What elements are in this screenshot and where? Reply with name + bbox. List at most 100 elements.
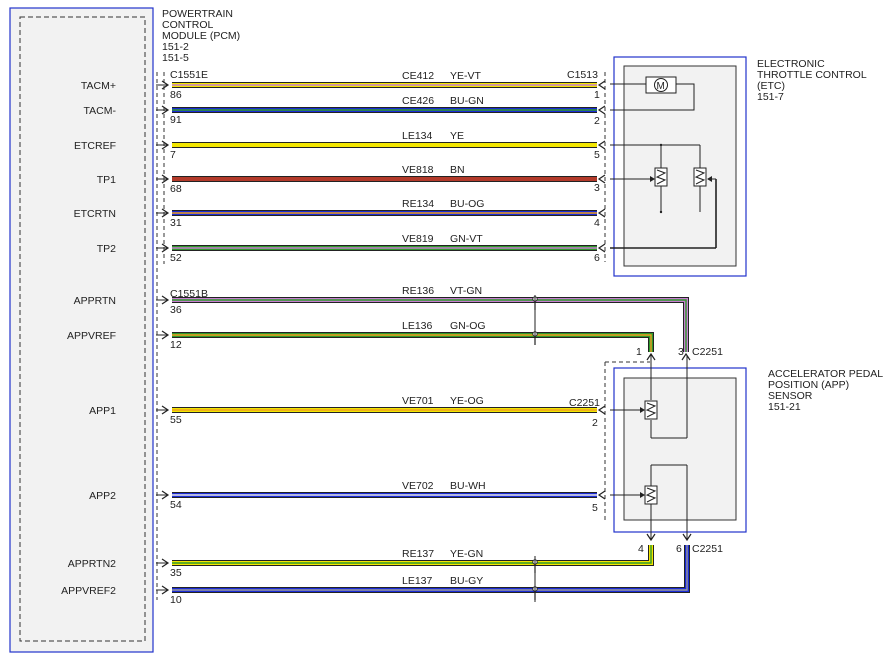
app-sensor-border	[613, 367, 747, 533]
etc-title-line: THROTTLE CONTROL	[757, 69, 867, 81]
motor-icon: M	[610, 76, 695, 111]
app-connector-top: C2251	[692, 346, 723, 358]
wire-stripe	[172, 545, 688, 591]
end-pin-number: 4	[638, 543, 644, 555]
end-pin-number: 3	[678, 346, 684, 358]
pin-arrow-icon	[646, 533, 656, 542]
pin-arrow-icon	[597, 490, 606, 500]
pin-label-appvref: APPVREF	[67, 330, 116, 342]
app-title-line: SENSOR	[768, 390, 813, 402]
circuit-number: CE412	[402, 70, 434, 82]
pin-label-tp2: TP2	[97, 243, 116, 255]
pcm-title-line: 151-2	[162, 41, 189, 53]
wire-stripe	[172, 545, 652, 564]
wire-color-code: BU-WH	[450, 480, 486, 492]
end-pin-number: 5	[592, 502, 598, 514]
pin-arrow-icon	[597, 405, 606, 415]
circuit-number: CE426	[402, 95, 434, 107]
circuit-number: VE818	[402, 164, 434, 176]
pin-arrow-icon	[597, 140, 606, 150]
pcm-pin-number: 55	[170, 414, 182, 426]
pin-label-app2: APP2	[89, 490, 116, 502]
end-pin-number: 1	[594, 89, 600, 101]
pcm-pin-number: 86	[170, 89, 182, 101]
end-pin-number: 6	[676, 543, 682, 555]
circuit-number: VE701	[402, 395, 434, 407]
etc-connector-c1513: C1513	[567, 69, 598, 81]
pcm-pin-number: 10	[170, 594, 182, 606]
circuit-number: VE702	[402, 480, 434, 492]
wire-color-code: BN	[450, 164, 465, 176]
pin-arrow-icon	[597, 243, 606, 253]
end-pin-number: 5	[594, 149, 600, 161]
pcm-title-line: CONTROL	[162, 19, 213, 31]
circuit-number: RE134	[402, 198, 434, 210]
wire-color-code: BU-OG	[450, 198, 484, 210]
etc-title-line: (ETC)	[757, 80, 785, 92]
wire-color-code: YE-OG	[450, 395, 484, 407]
pin-arrow-icon	[681, 352, 691, 361]
pcm-pin-number: 91	[170, 114, 182, 126]
wire-color-code: YE-GN	[450, 548, 483, 560]
wire-outline	[172, 332, 654, 352]
wire-color-code: GN-VT	[450, 233, 483, 245]
pcm-pin-number: 12	[170, 339, 182, 351]
pin-label-apprtn2: APPRTN2	[68, 558, 116, 570]
pin-label-apprtn: APPRTN	[74, 295, 116, 307]
circuit-number: LE136	[402, 320, 433, 332]
app-connector-bottom: C2251	[692, 543, 723, 555]
wire-stripe	[172, 334, 652, 352]
pcm-module-inner-dashed	[19, 16, 146, 642]
app-title-line: POSITION (APP)	[768, 379, 849, 391]
end-pin-number: 2	[592, 417, 598, 429]
pin-label-tacm+: TACM+	[81, 80, 116, 92]
wire-stripe	[172, 299, 687, 352]
circuit-number: RE136	[402, 285, 434, 297]
etc-module-inner	[623, 65, 737, 267]
pcm-title-line: 151-5	[162, 52, 189, 64]
wire-color-code: VT-GN	[450, 285, 482, 297]
pcm-pin-number: 35	[170, 567, 182, 579]
pin-arrow-icon	[646, 352, 656, 361]
pin-arrow-icon	[597, 174, 606, 184]
app-title-line: 151-21	[768, 401, 801, 413]
pcm-title-line: MODULE (PCM)	[162, 30, 240, 42]
circuit-number: LE134	[402, 130, 433, 142]
pcm-module-border	[9, 7, 154, 653]
pin-label-app1: APP1	[89, 405, 116, 417]
motor-symbol: M	[657, 81, 665, 92]
pin-arrow-icon	[682, 533, 692, 542]
pin-label-etcrtn: ETCRTN	[74, 208, 116, 220]
wire-color-code: YE-VT	[450, 70, 482, 82]
wire-color-code: BU-GY	[450, 575, 483, 587]
pcm-pin-number: 54	[170, 499, 182, 511]
etc-module-border	[613, 56, 747, 277]
end-pin-number: 2	[594, 115, 600, 127]
app-sensor-elements-icon	[610, 355, 688, 540]
pcm-pin-number: 7	[170, 149, 176, 161]
end-pin-number: 4	[594, 217, 600, 229]
pcm-connector-c1551e: C1551E	[170, 69, 208, 81]
app-sensor-inner	[623, 377, 737, 521]
wire-color-code: YE	[450, 130, 464, 142]
app-connector-left: C2251	[569, 397, 600, 409]
pin-arrow-icon	[597, 208, 606, 218]
etc-title-line: 151-7	[757, 91, 784, 103]
wire-color-code: GN-OG	[450, 320, 486, 332]
circuit-number: VE819	[402, 233, 434, 245]
tp-sensor-icon	[610, 143, 717, 249]
pcm-title-line: POWERTRAIN	[162, 8, 233, 20]
circuit-number: RE137	[402, 548, 434, 560]
end-pin-number: 1	[636, 346, 642, 358]
pin-arrow-icon	[597, 105, 606, 115]
end-pin-number: 6	[594, 252, 600, 264]
pin-label-tp1: TP1	[97, 174, 116, 186]
circuit-number: LE137	[402, 575, 433, 587]
pin-label-tacm-: TACM-	[84, 105, 117, 117]
wire-color-code: BU-GN	[450, 95, 484, 107]
pcm-pin-number: 36	[170, 304, 182, 316]
app-title-line: ACCELERATOR PEDAL	[768, 368, 883, 380]
